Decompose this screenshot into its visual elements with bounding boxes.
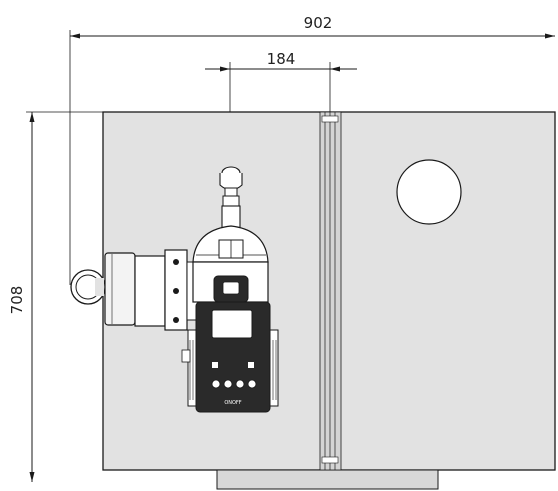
controller-key-3 (235, 379, 245, 389)
dimension-pump-offset-label: 184 (267, 50, 296, 68)
lifting-handle (70, 269, 106, 305)
dimension-pump-offset: 184 (205, 50, 357, 170)
tank-body (102, 111, 556, 490)
controller-brand-label: ONOFF (224, 400, 241, 406)
dimension-overall-width-label: 902 (304, 14, 333, 32)
dimension-overall-height: 708 (8, 111, 103, 482)
controller-key-1 (211, 379, 221, 389)
controller-display (211, 309, 253, 339)
fill-port-circle (396, 159, 462, 225)
pump-head (192, 225, 269, 303)
dimension-overall-height-label: 708 (8, 286, 26, 315)
dimension-overall-width: 902 (69, 14, 555, 285)
pump-controller: ONOFF (181, 301, 279, 413)
controller-key-2 (223, 379, 233, 389)
controller-key-4 (247, 379, 257, 389)
pump-motor (104, 249, 200, 331)
